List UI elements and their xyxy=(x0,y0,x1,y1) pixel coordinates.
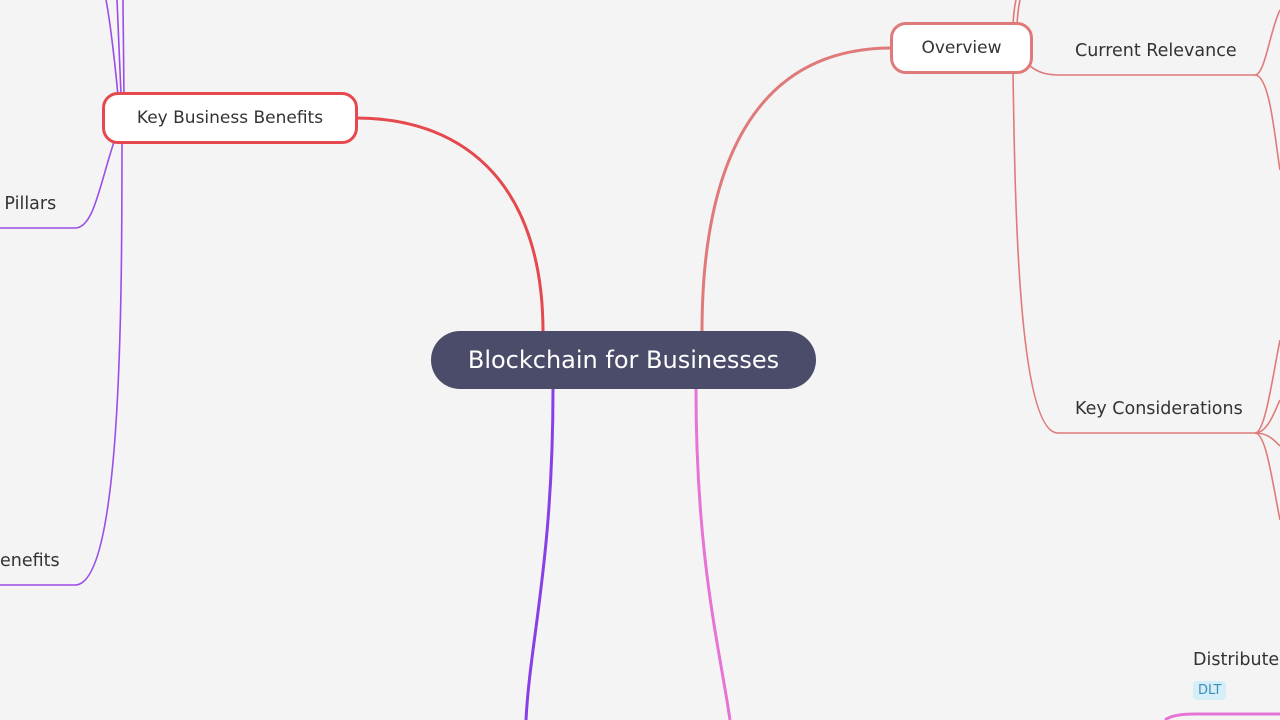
connector-kc-up-1 xyxy=(1254,339,1280,434)
connector-cr-down xyxy=(1254,74,1280,171)
subtopic-benefits[interactable]: enefits xyxy=(0,551,60,571)
central-topic[interactable]: Blockchain for Businesses xyxy=(431,331,816,389)
connector-overview xyxy=(700,46,893,333)
connector-kbb-benefits xyxy=(0,129,123,586)
connector-cr-up xyxy=(1254,9,1280,76)
branch-overview[interactable]: Overview xyxy=(890,22,1033,74)
connector-kc-down-1 xyxy=(1254,432,1280,447)
subtopic-key-considerations[interactable]: Key Considerations xyxy=(1075,399,1243,419)
pink-node-fragment xyxy=(1164,712,1280,720)
subtopic-distributed[interactable]: Distribute xyxy=(1193,650,1280,670)
connector-ov-up-2 xyxy=(1016,0,1021,25)
subtopic-current-relevance[interactable]: Current Relevance xyxy=(1075,41,1237,61)
connector-kc-up-2 xyxy=(1254,399,1280,434)
subtopic-pillars[interactable]: l Pillars xyxy=(0,194,57,214)
tag-dlt: DLT xyxy=(1193,681,1227,700)
connector-kc-down-2 xyxy=(1254,432,1280,521)
connector-pink-branch xyxy=(694,388,732,720)
connector-ov-up-1 xyxy=(1012,0,1017,25)
connector-ov-current-relevance xyxy=(1027,63,1255,76)
connector-key-business-benefits xyxy=(355,116,545,333)
connector-ov-key-considerations xyxy=(1012,71,1255,434)
connector-kbb-pillars xyxy=(0,129,119,229)
connector-purple-branch xyxy=(524,388,555,720)
branch-key-business-benefits[interactable]: Key Business Benefits xyxy=(102,92,358,144)
